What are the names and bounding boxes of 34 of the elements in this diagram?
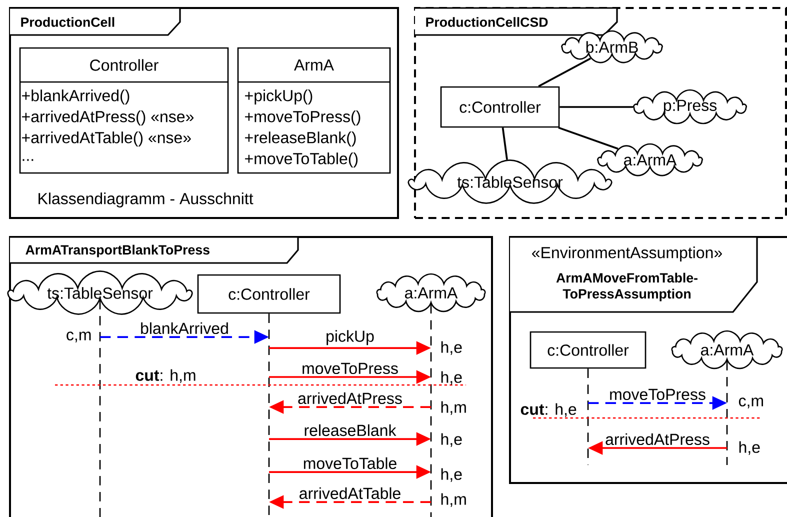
frame-title: ArmATransportBlankToPress: [9, 236, 299, 264]
edge-label: blankArrived: [141, 322, 228, 334]
class-box: ArmA +pickUp() +moveToPress() +releaseBlank() +moveToTable(): [237, 47, 391, 174]
state-label: h,e: [441, 371, 462, 385]
edge-label: arrivedAtPress: [298, 392, 402, 404]
edge-label: arrivedAtTable: [300, 487, 400, 500]
connector-line: [502, 128, 508, 160]
state-label: h,e: [739, 441, 760, 455]
state-label: h,e: [441, 468, 462, 482]
edge-label: pickUp: [326, 330, 374, 346]
caption-text: Klassendiagramm - Ausschnitt: [38, 192, 254, 208]
state-label: c,m: [66, 332, 91, 342]
state-label: h,m: [441, 401, 466, 415]
connector-line: [560, 106, 634, 108]
frame-title: ProductionCellCSD: [414, 7, 618, 36]
state-label: h,e: [441, 433, 462, 447]
state-label: h,e: [441, 341, 462, 355]
object-box: c:Controller: [197, 274, 341, 314]
class-box: Controller +blankArrived() +arrivedAtPress() «nse» +arrivedAtTable() «nse» ...: [19, 47, 229, 174]
edge-label: moveToTable: [304, 457, 396, 470]
edge-label: moveToPress: [610, 388, 706, 400]
object-box: c:Controller: [530, 331, 646, 369]
edge-label: arrivedAtPress: [606, 433, 710, 446]
state-label: h,m: [441, 493, 466, 507]
state-label: cut: h,e: [520, 403, 576, 417]
connector-line: [558, 126, 618, 150]
frame-title: «EnvironmentAssumption» ArmAMoveFromTable-ToPressAssumption: [509, 236, 758, 313]
edge-label: releaseBlank: [304, 424, 396, 436]
state-label: c,m: [738, 398, 763, 408]
connector-line: [538, 58, 591, 88]
edge-label: moveToPress: [302, 362, 398, 374]
object-box: c:Controller: [440, 86, 560, 128]
frame-title: ProductionCell: [9, 7, 181, 36]
state-label: cut: h,m: [136, 369, 196, 383]
